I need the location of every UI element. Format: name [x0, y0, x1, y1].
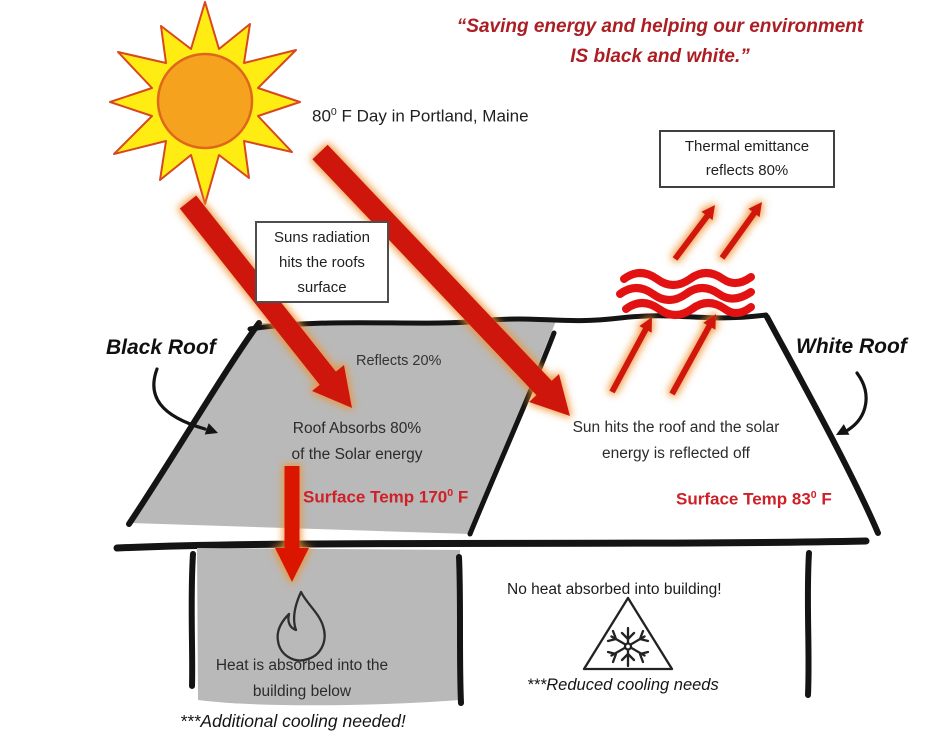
heat-absorbed-label: Heat is absorbed into the building below: [198, 653, 406, 705]
thermal-emittance-waves-icon: [616, 269, 755, 319]
quote-line1: “Saving energy and helping our environme…: [456, 16, 864, 37]
absorbs-line1: Roof Absorbs 80%: [292, 420, 422, 437]
quote: “Saving energy and helping our environme…: [440, 12, 880, 72]
heat-line2: building below: [252, 683, 352, 700]
day-temp-value: 80: [312, 106, 331, 126]
solar-radiation-arrow-right: [312, 144, 570, 416]
black-temp-sup: 0: [447, 487, 454, 499]
no-heat-label: No heat absorbed into building!: [507, 581, 722, 598]
white-roof-surface-temp: Surface Temp 830 F: [676, 489, 832, 510]
flame-icon: [276, 590, 326, 662]
day-temp-text: F Day in Portland, Maine: [336, 106, 529, 126]
black-roof-label: Black Roof: [106, 336, 216, 359]
radiation-line2: hits the roofs: [279, 253, 365, 271]
reflection-arrows: [609, 202, 762, 396]
white-roof-label: White Roof: [796, 335, 907, 358]
black-roof-shape: [130, 321, 556, 534]
roof-boundary-line: [467, 330, 557, 537]
day-temperature-label: 800 F Day in Portland, Maine: [312, 106, 529, 127]
left-building-shape: [197, 548, 460, 706]
radiation-line3: surface: [297, 278, 347, 296]
thermal-line1: Thermal emittance: [684, 138, 810, 155]
thermal-line2: reflects 80%: [705, 162, 789, 179]
heat-line1: Heat is absorbed into the: [215, 657, 389, 674]
suns-radiation-callout: Suns radiation hits the roofs surface: [255, 221, 389, 303]
sun-hits-line1: Sun hits the roof and the solar: [572, 419, 780, 436]
reflects-20-label: Reflects 20%: [356, 353, 442, 369]
left-building-right-wall-line: [456, 554, 464, 706]
black-roof-pointer-arrow: [152, 367, 218, 435]
white-temp-sup: 0: [810, 489, 817, 501]
white-temp-unit: F: [816, 489, 832, 509]
quote-line2: IS black and white.”: [570, 46, 750, 67]
sun-hits-line2: energy is reflected off: [602, 445, 750, 462]
white-roof-pointer-arrow: [836, 371, 868, 435]
absorbs-line2: of the Solar energy: [291, 446, 423, 463]
right-building-wall-line: [804, 550, 812, 698]
white-temp-text: Surface Temp 83: [676, 489, 811, 509]
left-building-wall-line: [188, 551, 196, 689]
radiation-line1: Suns radiation: [274, 228, 370, 246]
sun-icon: [109, 1, 301, 205]
roof-absorbs-label: Roof Absorbs 80% of the Solar energy: [262, 416, 452, 468]
black-roof-surface-temp: Surface Temp 1700 F: [303, 487, 468, 508]
snowflake-warning-icon: [582, 596, 674, 671]
sun-hits-label: Sun hits the roof and the solar energy i…: [556, 415, 796, 467]
eaves-line: [113, 537, 870, 552]
additional-cooling-note: ***Additional cooling needed!: [180, 711, 406, 731]
black-roof-left-edge-line: [126, 320, 262, 527]
reduced-cooling-note: ***Reduced cooling needs: [527, 676, 719, 694]
roof-top-edge-line: [247, 312, 769, 332]
white-roof-right-edge-line: [764, 314, 881, 536]
thermal-emittance-callout: Thermal emittance reflects 80%: [659, 130, 835, 188]
heat-transfer-arrow: [275, 466, 309, 582]
day-temp-sup: 0: [330, 106, 337, 118]
black-temp-text: Surface Temp 170: [303, 487, 448, 507]
black-temp-unit: F: [453, 487, 469, 507]
